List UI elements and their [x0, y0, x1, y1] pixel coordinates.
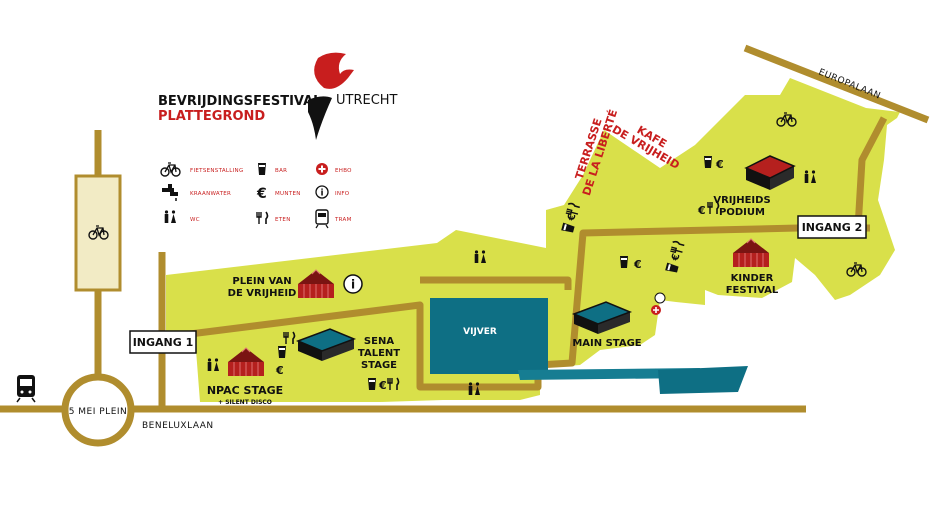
svg-text:€: € — [670, 252, 683, 263]
entrance-1[interactable]: INGANG 1 — [129, 330, 197, 354]
venue-vrijheids-podium[interactable]: VRIJHEIDS PODIUM — [713, 155, 796, 218]
venue-label: FESTIVAL — [726, 285, 779, 296]
legend-bicycle-icon — [160, 162, 181, 177]
legend-tram-icon — [315, 209, 329, 229]
svg-text:€: € — [566, 212, 579, 223]
legend-label: EHBO — [335, 168, 352, 174]
venue-kinder-festival[interactable]: KINDER FESTIVAL — [726, 238, 779, 296]
legend: FIETSENSTALLING BAR EHBO KRAANWATER € MU… — [160, 162, 352, 229]
dove-logo — [308, 52, 354, 140]
pond: VIJVER — [430, 298, 748, 394]
venue-label: PLEIN VAN — [232, 276, 291, 287]
legend-label: INFO — [335, 191, 350, 197]
bar-icon — [704, 156, 712, 168]
svg-text:i: i — [351, 278, 355, 292]
title-city: UTRECHT — [336, 93, 398, 108]
legend-label: MUNTEN — [275, 191, 301, 197]
stage-icon — [744, 155, 796, 190]
svg-text:€: € — [378, 379, 387, 392]
legend-euro-icon: € — [256, 186, 267, 202]
legend-label: FIETSENSTALLING — [190, 168, 244, 174]
bike-parking-left[interactable] — [74, 174, 122, 292]
venue-sublabel: + SILENT DISCO — [218, 399, 272, 406]
title-line2: PLATTEGROND — [158, 109, 265, 124]
info-icon[interactable] — [654, 292, 666, 304]
title-line1: BEVRIJDINGSFESTIVAL — [158, 94, 321, 109]
venue-label: MAIN STAGE — [572, 338, 641, 349]
legend-label: ETEN — [275, 217, 291, 223]
euro-icon: € — [633, 258, 642, 271]
legend-info-icon: i — [315, 185, 329, 199]
legend-label: BAR — [275, 168, 287, 174]
bar-food-icons: € — [561, 201, 581, 234]
legend-label: TRAM — [334, 217, 352, 223]
euro-icon: € — [697, 204, 706, 217]
venue-label: PODIUM — [719, 207, 765, 218]
venue-label: STAGE — [361, 360, 397, 371]
roundabout-label: 5 MEI PLEIN — [69, 407, 128, 417]
venue-sena-talent-stage[interactable]: SENA TALENT STAGE € — [297, 328, 400, 392]
svg-text:i: i — [320, 189, 323, 199]
venue-label: VRIJHEIDS — [713, 195, 770, 206]
title-block: BEVRIJDINGSFESTIVAL PLATTEGROND UTRECHT — [158, 52, 398, 140]
entrance-2-label: INGANG 2 — [802, 221, 863, 234]
roundabout: 5 MEI PLEIN — [61, 373, 135, 447]
venue-label: SENA — [364, 336, 394, 347]
entrance-2[interactable]: INGANG 2 — [797, 215, 867, 239]
euro-icon: € — [715, 158, 724, 171]
legend-food-icon — [256, 211, 269, 225]
venue-label: KINDER — [731, 273, 774, 284]
first-aid-icon[interactable] — [651, 305, 661, 315]
venue-label: NPAC STAGE — [207, 384, 283, 397]
venue-label: DE VRIJHEID — [228, 288, 297, 299]
bar-food-icons: € — [665, 240, 686, 274]
road-label-beneluxlaan: BENELUXLAAN — [142, 421, 214, 431]
svg-text:€: € — [275, 364, 284, 377]
legend-toilet-icon — [164, 210, 176, 223]
legend-label: KRAANWATER — [190, 191, 231, 197]
tram-icon[interactable] — [16, 375, 36, 403]
info-icon[interactable]: i — [343, 274, 363, 294]
venue-main-stage[interactable]: MAIN STAGE — [572, 292, 666, 349]
pond-label: VIJVER — [463, 327, 497, 337]
venue-npac-stage[interactable]: € NPAC STAGE + SILENT DISCO — [207, 331, 296, 406]
festival-area — [166, 78, 900, 402]
bar-icon — [620, 256, 628, 268]
legend-bar-icon — [258, 163, 266, 175]
venue-label: TALENT — [358, 348, 400, 359]
legend-label: WC — [190, 217, 200, 223]
bar-food-icons: € — [368, 377, 400, 392]
legend-first-aid-icon — [316, 163, 328, 175]
legend-water-tap-icon — [162, 184, 178, 201]
entrance-1-label: INGANG 1 — [133, 336, 194, 349]
venue-plein-van-de-vrijheid[interactable]: PLEIN VAN DE VRIJHEID i — [228, 269, 363, 299]
bar-food-icons: € — [275, 331, 296, 377]
